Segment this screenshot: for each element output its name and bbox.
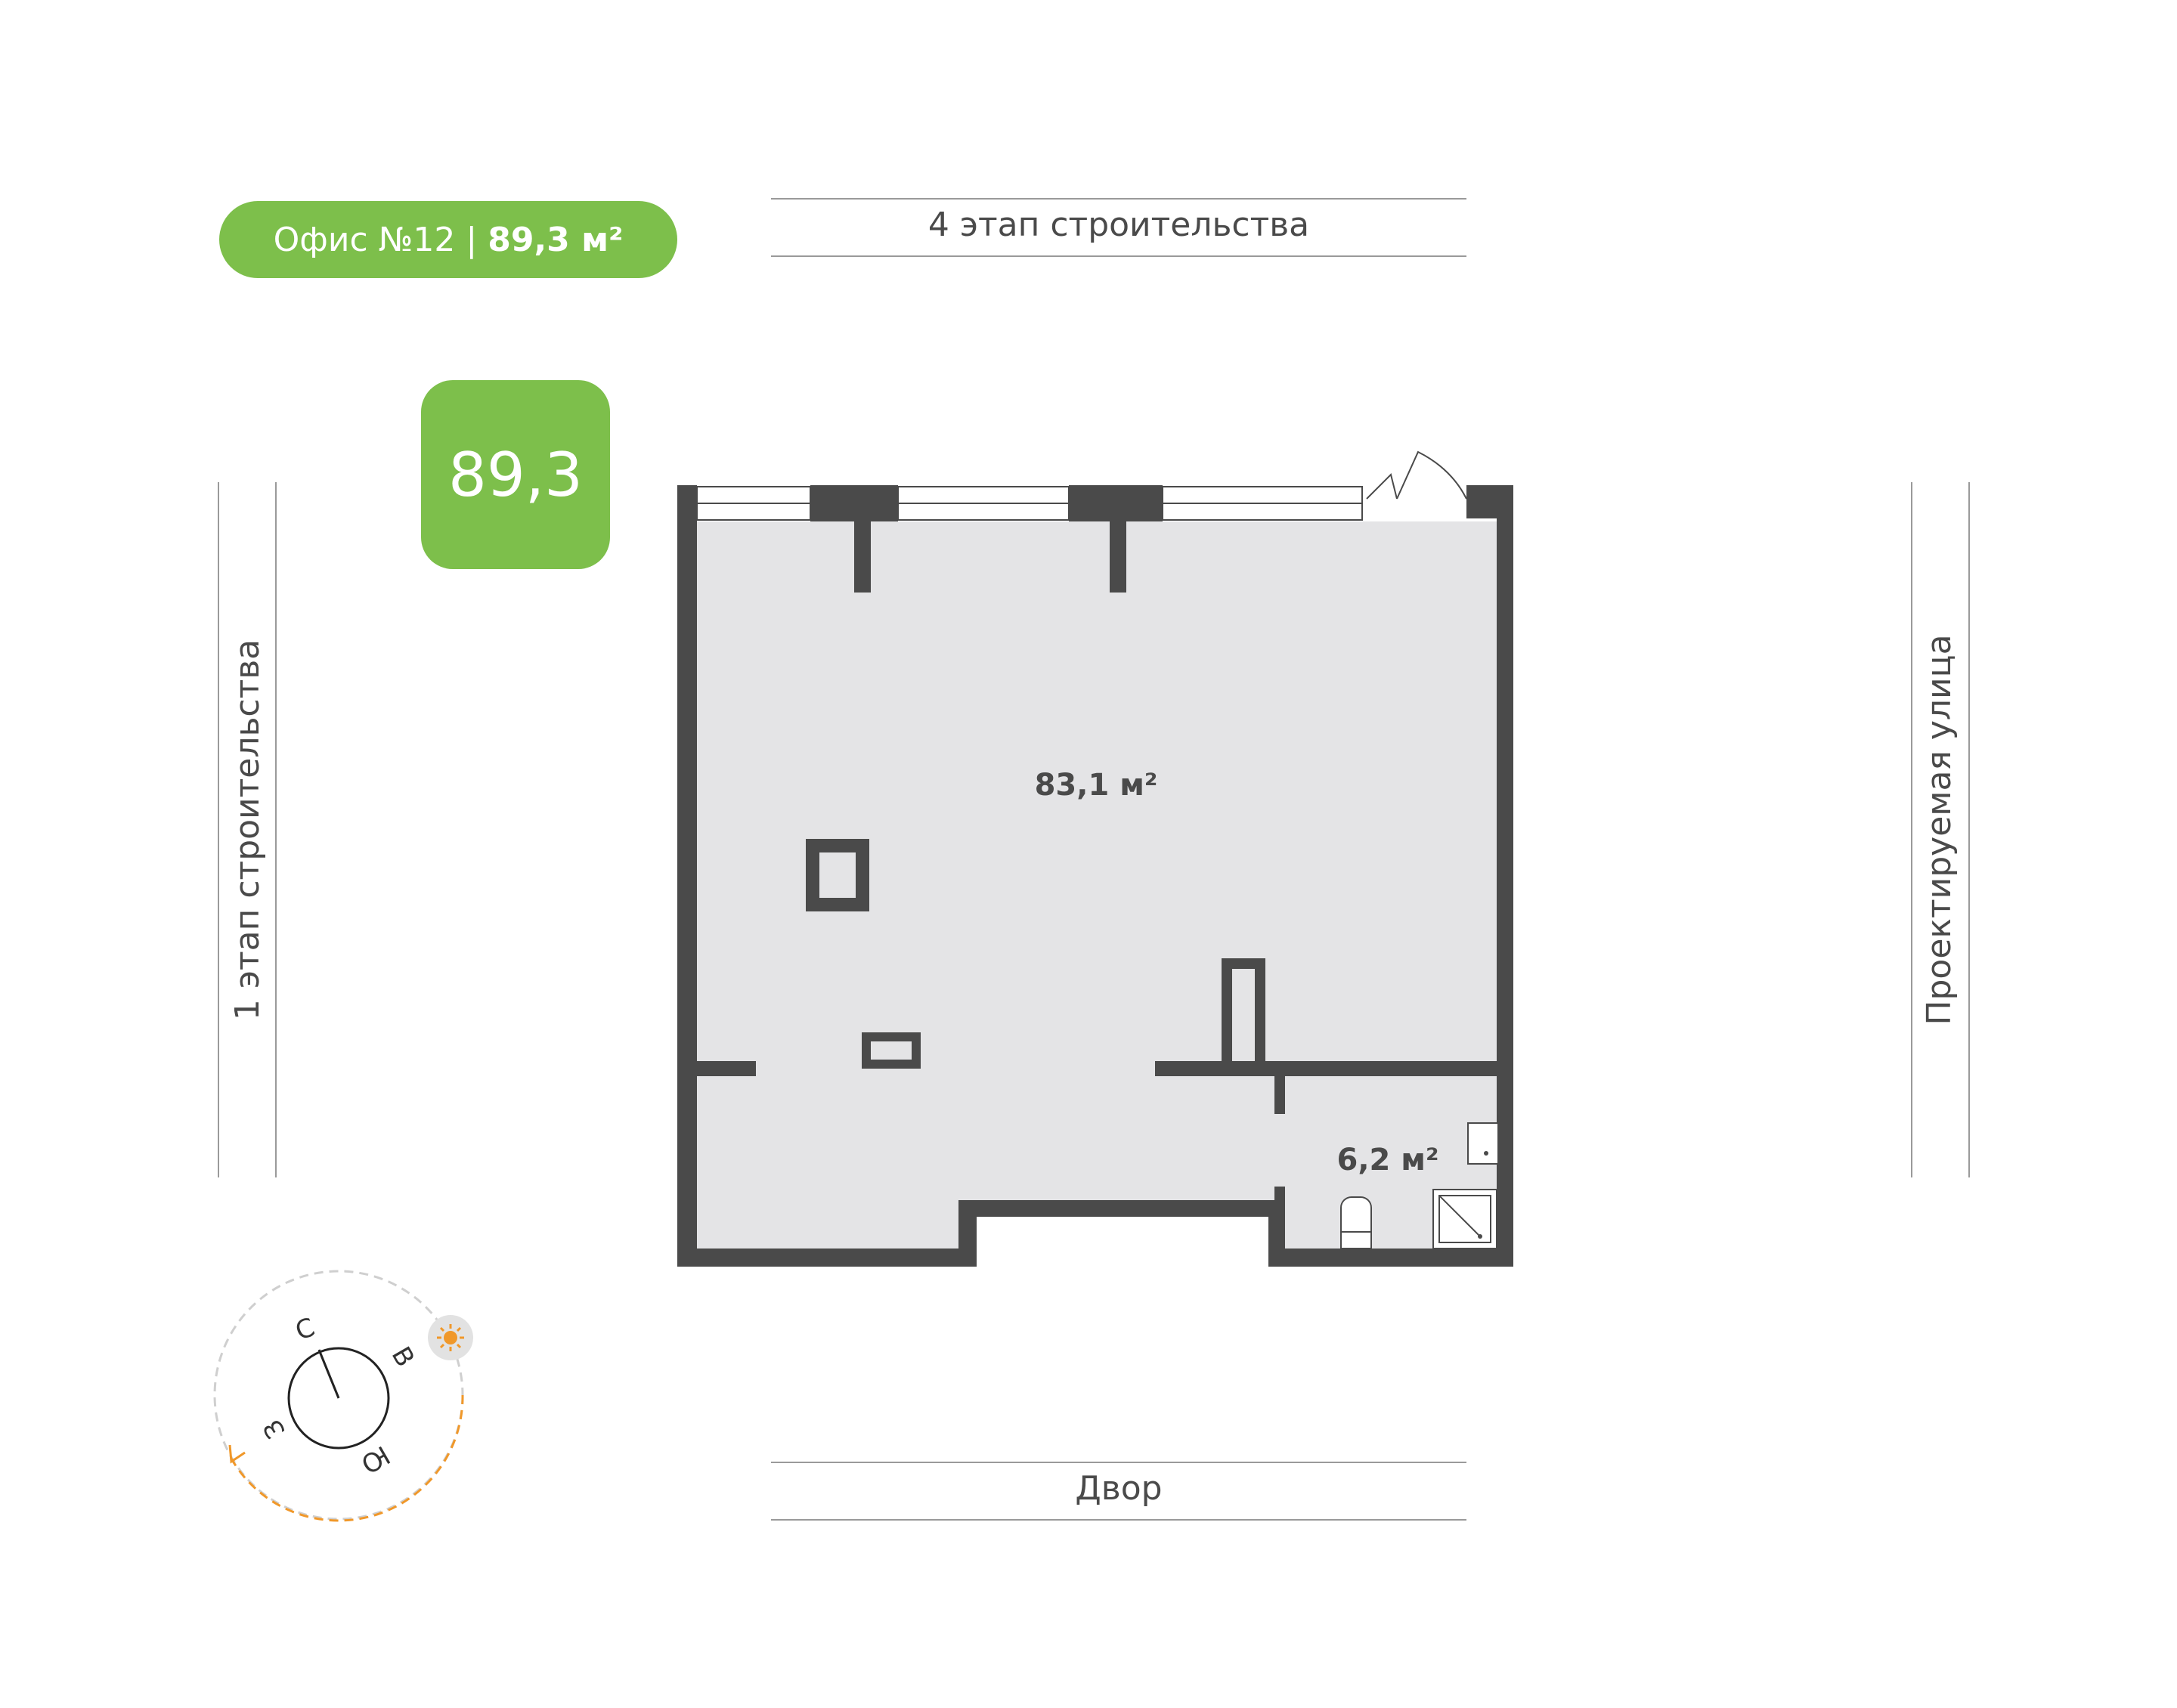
- sun-path: [230, 1394, 464, 1522]
- compass-west: З: [257, 1414, 292, 1443]
- outer-walls: [677, 485, 1513, 1267]
- right-rule-inner: [1911, 482, 1912, 1177]
- office-area: 89,3 м²: [488, 220, 624, 259]
- bottom-rule-lower: [771, 1519, 1466, 1521]
- compass-north: С: [292, 1312, 319, 1347]
- sun-icon: [428, 1315, 473, 1360]
- office-label: Офис №12: [273, 220, 456, 259]
- sun-path-arrow-icon: [228, 1444, 246, 1464]
- compass-south: Ю: [356, 1439, 395, 1479]
- top-side-label: 4 этап строительства: [927, 206, 1310, 244]
- bottom-side-label: Двор: [1075, 1469, 1163, 1508]
- area-badge-value: 89,3: [447, 439, 584, 510]
- office-separator: |: [466, 220, 478, 259]
- compass: С В Ю З: [213, 1270, 473, 1522]
- compass-needle: [317, 1349, 340, 1399]
- right-rule-outer: [1968, 482, 1970, 1177]
- office-title-pill: Офис №12 | 89,3 м²: [219, 201, 677, 278]
- top-rule-upper: [771, 198, 1466, 200]
- compass-east: В: [386, 1341, 420, 1372]
- bathroom-fixtures: [1340, 1122, 1499, 1249]
- top-rule-lower: [771, 255, 1466, 257]
- windows: [696, 486, 1363, 521]
- left-rule-inner: [275, 482, 277, 1177]
- bottom-rule-upper: [771, 1462, 1466, 1463]
- left-rule-outer: [218, 482, 219, 1177]
- entrance-door: [1366, 450, 1467, 500]
- room-area-main: 83,1 м²: [1035, 768, 1158, 803]
- room-area-bathroom: 6,2 м²: [1337, 1143, 1439, 1177]
- columns: [806, 839, 1265, 1072]
- area-badge: 89,3: [421, 380, 610, 569]
